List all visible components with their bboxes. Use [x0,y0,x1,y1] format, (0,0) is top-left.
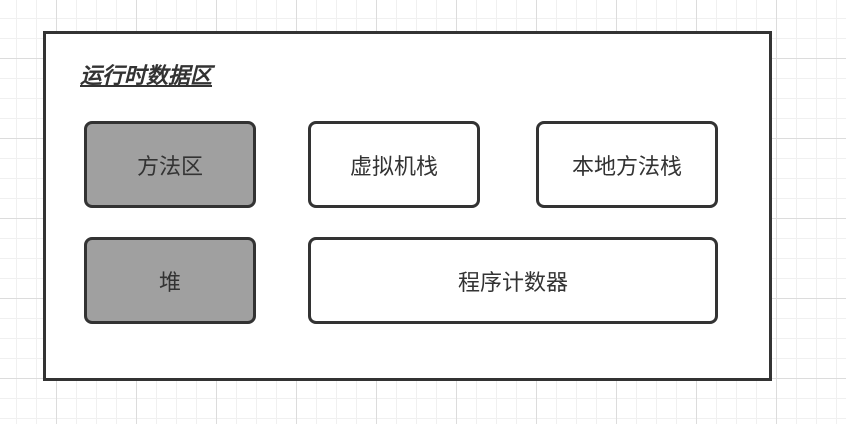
method-area-label: 方法区 [136,154,203,180]
method-area-block: 方法区 [84,121,256,208]
program-counter-label: 程序计数器 [457,270,568,296]
native-method-stack-block: 本地方法栈 [536,121,718,208]
heap-block: 堆 [84,237,256,324]
diagram-title: 运行时数据区 [80,64,213,89]
vm-stack-label: 虚拟机栈 [349,154,438,180]
heap-label: 堆 [158,270,181,296]
program-counter-block: 程序计数器 [308,237,718,324]
vm-stack-block: 虚拟机栈 [308,121,480,208]
native-method-stack-label: 本地方法栈 [571,154,682,180]
